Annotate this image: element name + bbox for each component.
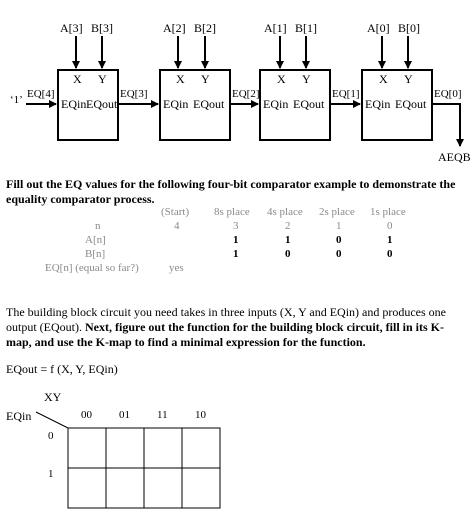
block-0-eqin: EQin xyxy=(365,97,391,111)
row-label-n: n xyxy=(95,220,101,232)
kmap-row-0: 0 xyxy=(48,430,54,442)
cell-b-2s: 0 xyxy=(336,248,342,260)
table-header-start: (Start) xyxy=(161,206,190,218)
cell-a-4s: 1 xyxy=(285,234,291,246)
cell-b-8s: 1 xyxy=(233,248,239,260)
wire-label-eq4: EQ[4] xyxy=(27,88,55,100)
kmap-row-var: EQin xyxy=(6,409,32,423)
block-1-x: X xyxy=(277,72,286,86)
paragraph-plain: The building block circuit you need take… xyxy=(6,305,446,334)
cell-a-1s: 1 xyxy=(387,234,393,246)
block-1-eqin: EQin xyxy=(263,97,289,111)
block-2-eqin: EQin xyxy=(163,97,189,111)
label-a1: A[1] xyxy=(264,21,287,35)
kmap-col-01: 01 xyxy=(119,409,130,421)
block-2-y: Y xyxy=(201,72,210,86)
building-block-paragraph: The building block circuit you need take… xyxy=(6,305,468,350)
kmap-col-00: 00 xyxy=(81,409,92,421)
kmap-col-11: 11 xyxy=(157,409,168,421)
kmap-col-var: XY xyxy=(44,390,62,404)
kmap-col-10: 10 xyxy=(195,409,206,421)
table-header-2s: 2s place xyxy=(319,206,355,218)
wire-label-eq0: EQ[0] xyxy=(434,88,462,100)
wire-eq0 xyxy=(432,103,464,147)
paragraph-bold: Next, figure out the function for the bu… xyxy=(6,320,445,349)
cell-n-8s: 3 xyxy=(233,220,239,232)
cell-a-8s: 1 xyxy=(233,234,239,246)
wire-label-eq3: EQ[3] xyxy=(120,88,148,100)
cell-n-start: 4 xyxy=(174,220,180,232)
block-1-eqout: EQout xyxy=(293,97,325,111)
label-b2: B[2] xyxy=(194,21,216,35)
label-a0: A[0] xyxy=(367,21,390,35)
row-label-a: A[n] xyxy=(85,234,106,246)
input-constant: ‘1’ xyxy=(10,94,23,106)
output-label: AEQB xyxy=(438,150,471,164)
row-label-b: B[n] xyxy=(85,248,106,260)
label-a3: A[3] xyxy=(60,21,83,35)
label-a2: A[2] xyxy=(163,21,186,35)
block-3-y: Y xyxy=(98,72,107,86)
wire-label-eq2: EQ[2] xyxy=(232,88,260,100)
cell-eq-start: yes xyxy=(169,262,184,274)
cell-n-2s: 1 xyxy=(336,220,342,232)
table-header-1s: 1s place xyxy=(370,206,406,218)
block-1-y: Y xyxy=(302,72,311,86)
cell-n-1s: 0 xyxy=(387,220,393,232)
block-3-eqin: EQin xyxy=(61,97,87,111)
row-label-eq: EQ[n] (equal so far?) xyxy=(45,262,139,274)
block-0-x: X xyxy=(379,72,388,86)
block-2-eqout: EQout xyxy=(193,97,225,111)
block-2-x: X xyxy=(176,72,185,86)
block-0-eqout: EQout xyxy=(395,97,427,111)
label-b1: B[1] xyxy=(295,21,317,35)
kmap-row-1: 1 xyxy=(48,468,54,480)
block-3-x: X xyxy=(73,72,82,86)
kmap-diagonal xyxy=(35,411,69,429)
question-1: Fill out the EQ values for the following… xyxy=(6,177,456,206)
table-header-4s: 4s place xyxy=(267,206,303,218)
label-b3: B[3] xyxy=(91,21,113,35)
wire-label-eq1: EQ[1] xyxy=(332,88,360,100)
block-0-y: Y xyxy=(404,72,413,86)
table-header-8s: 8s place xyxy=(214,206,250,218)
block-3-eqout: EQout xyxy=(86,97,118,111)
cell-a-2s: 0 xyxy=(336,234,342,246)
cell-b-4s: 0 xyxy=(285,248,291,260)
equation: EQout = f (X, Y, EQin) xyxy=(6,362,118,376)
cell-b-1s: 0 xyxy=(387,248,393,260)
label-b0: B[0] xyxy=(398,21,420,35)
cell-n-4s: 2 xyxy=(285,220,291,232)
